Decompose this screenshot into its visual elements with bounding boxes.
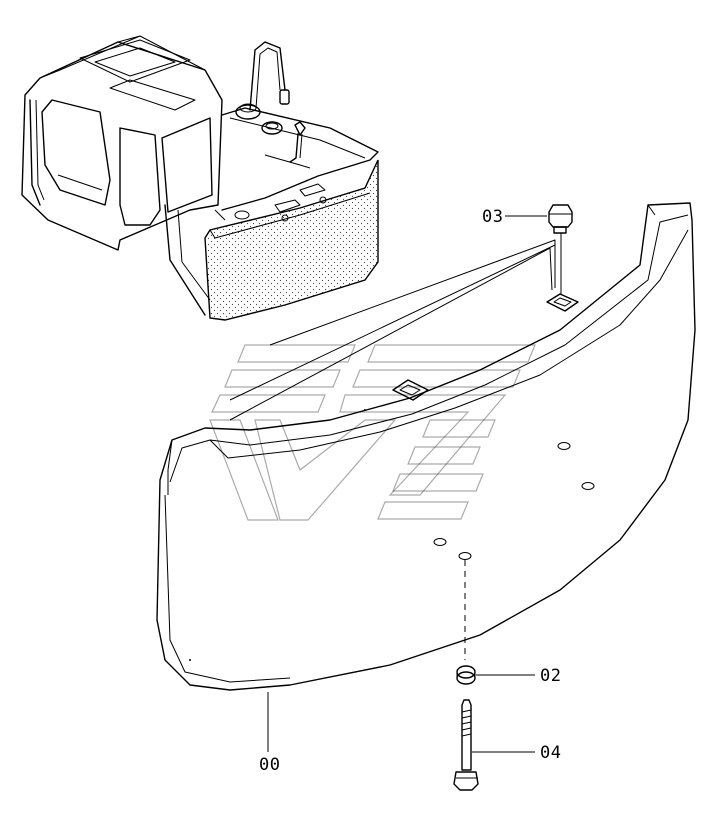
counterweight-overview — [204, 159, 379, 321]
cab — [21, 35, 290, 251]
callout-leaders — [267, 215, 547, 753]
part-02-washer — [456, 560, 476, 685]
callout-00: 00 — [259, 755, 280, 775]
part-04-bolt — [453, 699, 479, 791]
callout-02: 02 — [540, 666, 561, 686]
excavator-overview — [21, 35, 379, 321]
counterweight — [156, 202, 696, 691]
part-03-plug — [548, 204, 573, 295]
leader-lines — [229, 239, 556, 421]
watermark-logo — [209, 344, 536, 521]
callout-03: 03 — [482, 207, 503, 227]
callout-04: 04 — [540, 743, 561, 763]
